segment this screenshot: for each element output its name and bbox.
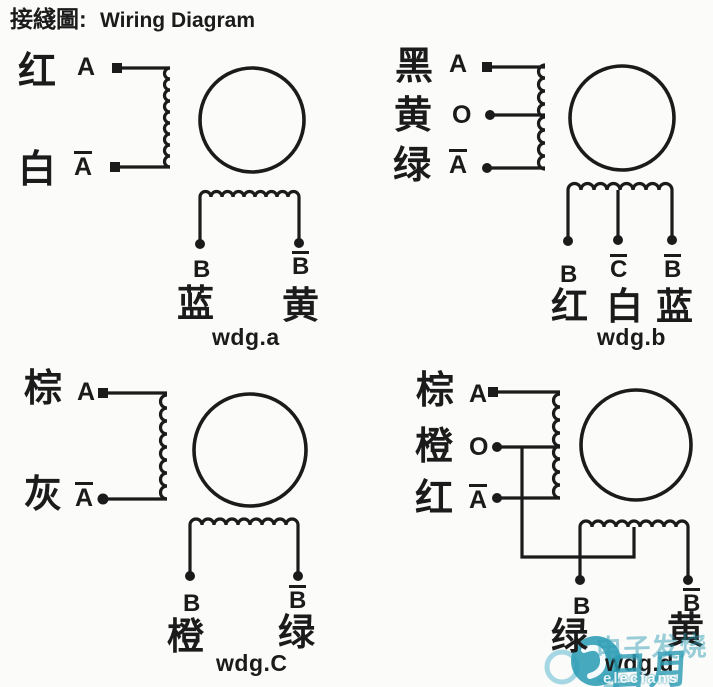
- circuit-wdg-b: [482, 62, 677, 246]
- terminal-dot: [563, 236, 573, 246]
- wire-color-brown: 棕: [416, 370, 455, 412]
- pin-C-bar: C: [610, 254, 628, 283]
- pin-B-bar: B: [664, 254, 682, 283]
- caption-wdg-c: wdg.C: [216, 650, 288, 676]
- watermark-sub-text: elecfans: [603, 670, 680, 687]
- pin-A: A: [77, 378, 96, 406]
- wire-color-brown: 棕: [24, 368, 63, 410]
- circuit-wdg-c: [97, 388, 308, 581]
- wire-color-green: 绿: [551, 616, 588, 657]
- coil-horizontal: [566, 181, 674, 191]
- wire-color-orange: 橙: [415, 426, 454, 468]
- wire-color-yellow: 黄: [667, 610, 704, 651]
- pin-B: B: [183, 590, 201, 617]
- page-title-zh: 接綫圖:: [10, 6, 87, 32]
- wire-color-orange: 橙: [167, 616, 204, 657]
- pin-B-bar: B: [683, 588, 701, 617]
- pin-A-bar: A: [75, 482, 94, 512]
- pin-A-bar: A: [74, 151, 93, 181]
- terminal-dot: [98, 388, 108, 398]
- motor-circle: [568, 64, 676, 172]
- motor-circle: [192, 392, 308, 508]
- wire-color-white: 白: [18, 149, 57, 191]
- terminal-dot: [110, 162, 120, 172]
- pin-B-bar: B: [292, 251, 310, 280]
- wire-color-red: 红: [551, 286, 588, 327]
- wire-color-green: 绿: [393, 145, 432, 187]
- caption-wdg-a: wdg.a: [212, 324, 280, 350]
- pin-A: A: [449, 50, 468, 78]
- watermark-logo: [544, 636, 621, 686]
- terminal-dot: [294, 238, 304, 248]
- pin-B: B: [573, 593, 591, 620]
- terminal-dot: [482, 163, 492, 173]
- terminal-dot: [485, 110, 495, 120]
- coil-horizontal: [578, 519, 690, 528]
- terminal-dot: [482, 62, 492, 72]
- pin-B: B: [560, 261, 578, 288]
- terminal-dot: [185, 571, 195, 581]
- pin-B: B: [193, 256, 211, 283]
- terminal-dot: [613, 235, 623, 245]
- terminal-dot: [667, 235, 677, 245]
- coil-vertical: [162, 66, 171, 169]
- circuit-wdg-a: [110, 63, 306, 249]
- pin-A: A: [469, 380, 488, 408]
- caption-wdg-d: wdg.d: [605, 650, 674, 676]
- motor-circle: [198, 66, 306, 174]
- wire-color-red: 红: [415, 478, 454, 520]
- terminal-dot: [575, 575, 585, 585]
- wire-color-yellow: 黄: [394, 95, 433, 137]
- wire-color-white: 白: [606, 286, 643, 327]
- terminal-dot: [492, 493, 502, 503]
- pin-A-bar: A: [449, 149, 468, 179]
- coil-vertical: [536, 63, 546, 171]
- wire-color-blue: 蓝: [177, 283, 214, 324]
- caption-wdg-b: wdg.b: [597, 324, 666, 350]
- terminal-dot: [97, 493, 109, 505]
- terminal-dot: [683, 575, 693, 585]
- terminal-dot: [488, 387, 498, 397]
- circuit-wdg-d: [488, 387, 693, 585]
- pin-O: O: [469, 433, 489, 461]
- coil-vertical: [158, 393, 168, 501]
- pin-A: A: [77, 53, 96, 81]
- pin-B-bar: B: [289, 585, 307, 614]
- page-title-en: Wiring Diagram: [100, 9, 255, 32]
- pin-A-bar: A: [469, 484, 488, 514]
- terminal-dot: [195, 239, 205, 249]
- wire-color-red: 红: [18, 51, 57, 93]
- wire-color-blue: 蓝: [656, 286, 693, 327]
- wire-color-black: 黑: [395, 46, 434, 88]
- coil-horizontal: [198, 189, 301, 198]
- pin-O: O: [452, 101, 472, 129]
- center-tap-link: [520, 447, 636, 559]
- watermark-swirl-icon: [581, 644, 607, 679]
- terminal-dot: [112, 63, 122, 73]
- terminal-dot: [492, 442, 502, 452]
- wire-color-grey: 灰: [24, 474, 63, 516]
- wire-color-green: 绿: [278, 612, 315, 653]
- motor-circle: [579, 388, 693, 502]
- wire-color-yellow: 黄: [282, 285, 319, 326]
- coil-horizontal: [188, 517, 300, 526]
- terminal-dot: [293, 571, 303, 581]
